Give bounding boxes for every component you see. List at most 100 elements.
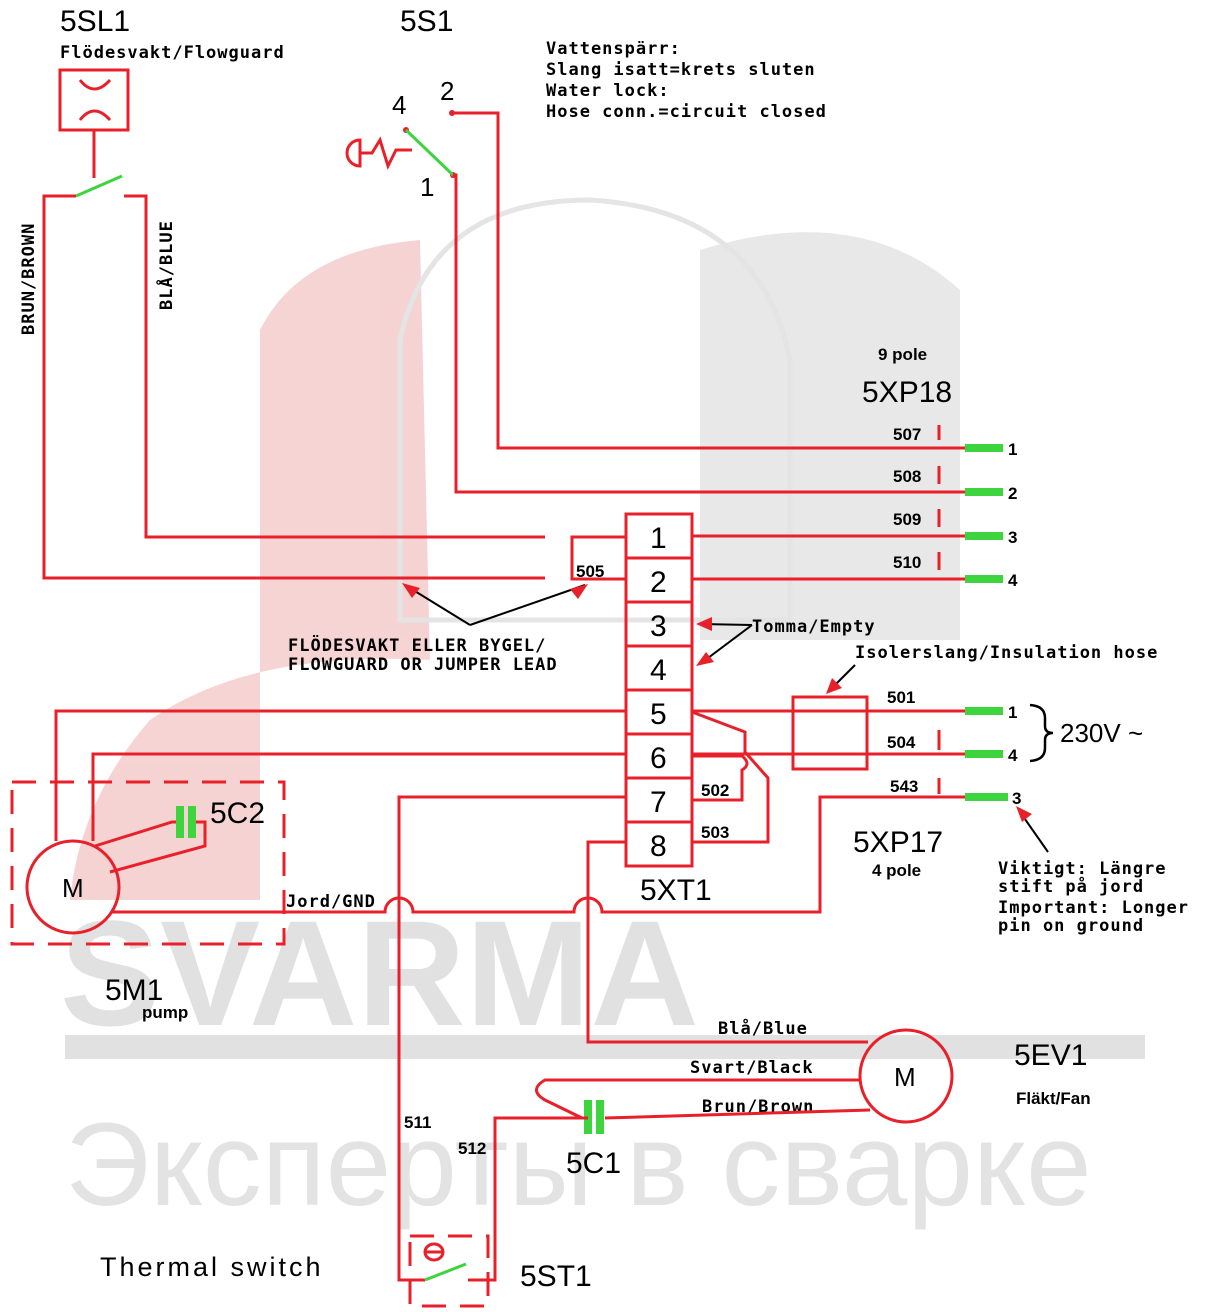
- water-lock-line3: Water lock:: [546, 81, 670, 101]
- xp17-wire-501: 501: [887, 688, 915, 707]
- xp18-pin-1: 1: [1008, 440, 1017, 459]
- switch-hose-actuator: [345, 136, 412, 171]
- wire-pump-6: [91, 752, 626, 841]
- flowguard-contact: [75, 174, 123, 198]
- xt1-terminal-2: 2: [650, 566, 667, 599]
- xt1-terminal-8: 8: [650, 830, 667, 863]
- switch-blade: [404, 128, 455, 177]
- xp18-id: 5XP18: [862, 376, 952, 409]
- thermal-contact: [424, 1262, 467, 1282]
- watermark-brand: SVARMA: [60, 889, 699, 1057]
- jumper-note-line1: FLÖDESVAKT ELLER BYGEL/: [288, 634, 546, 656]
- wire-502-label: 502: [701, 781, 729, 800]
- flowguard-id: 5SL1: [60, 5, 130, 38]
- xp17-pin-4: 4: [1008, 746, 1018, 765]
- jumper-505: [570, 535, 626, 581]
- wire-503-bridge: [691, 710, 770, 844]
- wire-blue-label: BLÅ/BLUE: [154, 220, 177, 310]
- water-lock-line1: Vattenspärr:: [546, 39, 681, 59]
- wire-512: [468, 1116, 588, 1282]
- xt1-terminal-7: 7: [650, 786, 667, 819]
- wire-ground: [112, 795, 965, 914]
- jumper-arrow-right: [570, 584, 588, 599]
- xp18-pin-4: 4: [1008, 571, 1018, 590]
- thermal-label: Thermal switch: [100, 1252, 324, 1282]
- insulation-hose-box: [791, 695, 869, 771]
- wire-fan-blue: [586, 840, 868, 1044]
- pump-capacitor-id: 5C2: [210, 797, 265, 830]
- xt1-terminal-4: 4: [650, 654, 667, 687]
- thermal-symbol-ring: [423, 1242, 445, 1262]
- wire-511: [397, 795, 626, 1235]
- xp18-wire-508: 508: [893, 467, 921, 486]
- xp17-wire-543: 543: [890, 777, 918, 796]
- jumper-505-label: 505: [576, 562, 604, 581]
- fan-motor-label: M: [894, 1062, 916, 1092]
- xp18-pin-2: 2: [1008, 484, 1017, 503]
- empty-arrow-3: [696, 617, 712, 631]
- thermal-lead-left: [397, 1235, 425, 1282]
- thermal-switch-enclosure: [408, 1234, 490, 1308]
- xp17-connector: 501 504 543 1 4 3: [887, 688, 1021, 808]
- pump-name: pump: [142, 1003, 188, 1022]
- xp17-pin-1: 1: [1008, 703, 1017, 722]
- insulation-arrow: [826, 678, 842, 694]
- fan-wire-black-label: Svart/Black: [690, 1058, 814, 1078]
- wire-508: [453, 173, 965, 494]
- ground-label: Jord/GND: [286, 892, 376, 912]
- xp17-pole: 4 pole: [872, 861, 921, 880]
- xp17-id: 5XP17: [853, 826, 943, 859]
- xt1-terminal-6: 6: [650, 742, 667, 775]
- watermark: SVARMA Эксперты в сварке: [60, 197, 1145, 1231]
- switch-pin4: 4: [392, 90, 406, 120]
- xt1-terminal-5: 5: [650, 698, 667, 731]
- pump-motor-label: M: [62, 873, 84, 903]
- fan-id: 5EV1: [1014, 1039, 1087, 1072]
- wire-blue: [124, 194, 545, 539]
- watermark-red-shape: [70, 240, 430, 900]
- xp18-pole: 9 pole: [878, 345, 927, 364]
- switch-id: 5S1: [400, 5, 453, 38]
- xt1-id: 5XT1: [640, 874, 712, 907]
- fan-motor: [858, 1028, 954, 1124]
- wire-511-label: 511: [404, 1113, 431, 1132]
- flowguard-glyph: [78, 78, 112, 122]
- wire-brown-label: BRUN/BROWN: [19, 223, 39, 335]
- wire-512-label: 512: [458, 1139, 486, 1158]
- jumper-arrow-left: [402, 583, 420, 598]
- wire-507: [452, 111, 965, 450]
- ground-note-line2: stift på jord: [998, 875, 1144, 897]
- xp18-wire-510: 510: [893, 553, 921, 572]
- watermark-helmet: [397, 197, 793, 623]
- empty-note: Tomma/Empty: [752, 617, 876, 637]
- wire-503-label: 503: [701, 823, 729, 842]
- voltage-brace: [1029, 703, 1054, 763]
- xp18-wire-509: 509: [893, 510, 921, 529]
- wire-fan-black: [535, 1078, 860, 1120]
- fan-capacitor-id: 5C1: [566, 1147, 621, 1180]
- voltage-label: 230V ~: [1060, 718, 1143, 748]
- xt1-terminal-1: 1: [650, 522, 667, 555]
- ground-note-line3: Important: Longer: [998, 898, 1189, 918]
- wire-brown: [42, 194, 545, 580]
- water-lock-line2: Slang isatt=krets sluten: [546, 60, 816, 80]
- wire-pump-5: [54, 709, 626, 841]
- wire-fan-brown: [604, 1108, 871, 1120]
- flowguard-name: Flödesvakt/Flowguard: [60, 43, 285, 63]
- jumper-note-line2: FLOWGUARD OR JUMPER LEAD: [288, 655, 558, 675]
- xt1-terminal-block: 1 2 3 4 5 6 7 8 5XT1: [624, 512, 712, 907]
- fan-wire-blue-label: Blå/Blue: [718, 1017, 808, 1039]
- wire-502-bridge: [692, 754, 749, 802]
- xp17-wire-504: 504: [887, 733, 916, 752]
- insulation-note: Isolerslang/Insulation hose: [855, 643, 1158, 663]
- xt1-terminal-3: 3: [650, 610, 667, 643]
- ground-note-line1: Viktigt: Längre: [998, 859, 1167, 879]
- empty-arrow-4: [696, 652, 714, 666]
- flowguard-symbol: [58, 68, 130, 132]
- xp18-wire-507: 507: [893, 425, 921, 444]
- thermal-id: 5ST1: [520, 1260, 592, 1293]
- pump-enclosure: [10, 780, 286, 946]
- switch-pin2: 2: [440, 76, 454, 106]
